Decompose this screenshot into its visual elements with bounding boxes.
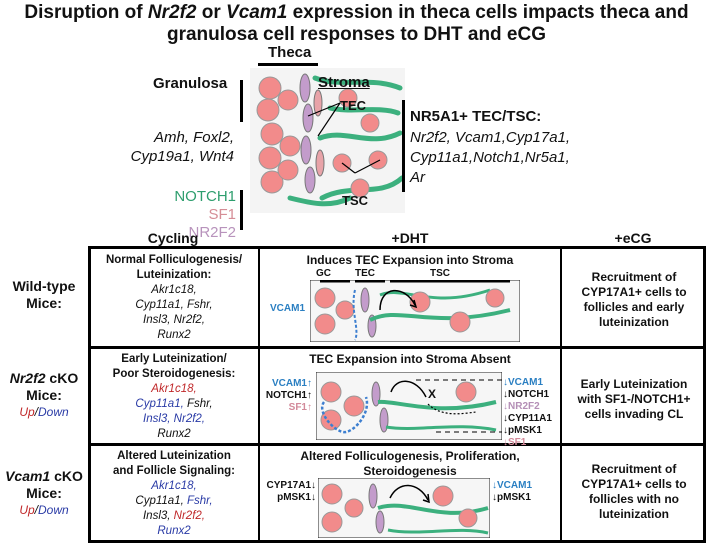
vcam1-right-markers: ↓VCAM1 ↓pMSK1: [492, 480, 533, 503]
table-row-divider-2: [88, 443, 706, 446]
nr2f2-cycling-cell: Early Luteinization/ Poor Steroidogenesi…: [112, 353, 236, 440]
wt-dht-title: Induces TEC Expansion into Stroma: [306, 253, 514, 267]
wt-vcam1-label: VCAM1: [270, 303, 306, 314]
tec-tsc-title: NR5A1+ TEC/TSC:: [410, 108, 542, 125]
tsc-label: TSC: [342, 193, 368, 208]
figure-title-line-1: Disruption of Nr2f2 or Vcam1 expression …: [24, 2, 689, 23]
vcam1-cycling-cell: Altered Luteinization and Follicle Signa…: [112, 450, 236, 537]
wt-cycling-cell: Normal Folliculogenesis/ Luteinization: …: [105, 254, 243, 341]
vcam1-dht-title: Altered Folliculogenesis, Proliferation,…: [300, 449, 520, 478]
legend-nr2f2: NR2F2: [188, 224, 236, 241]
table-row-divider-1: [88, 346, 706, 349]
granulosa-label: Granulosa: [153, 75, 228, 92]
follicle-theca-schematic: [250, 68, 405, 213]
wt-tsc-label: TSC: [430, 268, 450, 279]
granulosa-bracket-1: [240, 80, 243, 122]
vcam1-ecg-cell: Recruitment of CYP17A1+ cells to follicl…: [581, 462, 687, 521]
stroma-label: Stroma: [318, 74, 370, 91]
granulosa-bracket-2: [240, 190, 243, 230]
legend-notch1: NOTCH1: [174, 188, 236, 205]
granulosa-gene-list: Amh, Foxl2, Cyp19a1, Wnt4: [130, 129, 234, 165]
theca-bracket: [258, 63, 318, 66]
vcam1-dht-schematic: [318, 478, 490, 538]
nr2f2-dht-schematic: [316, 372, 502, 440]
tec-tsc-gene-list: Nr2f2, Vcam1,Cyp17a1, Cyp11a1,Notch1,Nr5…: [410, 129, 571, 186]
col-header-ecg: +eCG: [614, 230, 652, 246]
col-header-cycling: Cycling: [147, 230, 199, 246]
nr2f2-left-markers: VCAM1↑ NOTCH1↑ SF1↑: [265, 378, 312, 413]
wt-ecg-cell: Recruitment of CYP17A1+ cells to follicl…: [581, 270, 687, 329]
nr2f2-block-cross: X: [428, 387, 437, 401]
granulosa-cells: [256, 76, 301, 194]
wt-tec-label: TEC: [355, 268, 375, 279]
legend-sf1: SF1: [208, 206, 236, 223]
wt-dht-schematic: [310, 280, 520, 342]
table-col-divider-1: [258, 246, 260, 543]
row-label-wild-type: Wild-type Mice:: [12, 278, 76, 311]
stroma-cells: [332, 88, 388, 198]
col-header-dht: +DHT: [391, 230, 429, 246]
vcam1-left-markers: CYP17A1↓ pMSK1↓: [266, 480, 316, 503]
figure-title-line-2: granulosa cell responses to DHT and eCG: [166, 24, 547, 45]
tec-tsc-bracket: [402, 100, 405, 192]
wt-gc-label: GC: [316, 268, 331, 279]
row-label-nr2f2-cko: Nr2f2 cKO Mice: Up/Down: [9, 370, 79, 419]
row-label-vcam1-cko: Vcam1 cKO Mice: Up/Down: [5, 468, 83, 517]
results-table: [88, 246, 706, 543]
theca-label: Theca: [268, 44, 312, 61]
table-col-divider-2: [560, 246, 562, 543]
nr2f2-right-markers: ↓VCAM1 ↓NOTCH1 ↓NR2F2 ↓CYP11A1 ↓pMSK1 ↓S…: [503, 377, 552, 448]
tec-label: TEC: [340, 98, 366, 113]
marker-legend: NOTCH1 SF1 NR2F2: [160, 188, 236, 242]
theca-cells: [299, 73, 325, 194]
nr2f2-ecg-cell: Early Luteinization with SF1-/NOTCH1+ ce…: [577, 377, 691, 421]
nr2f2-dht-title: TEC Expansion into Stroma Absent: [309, 352, 511, 366]
